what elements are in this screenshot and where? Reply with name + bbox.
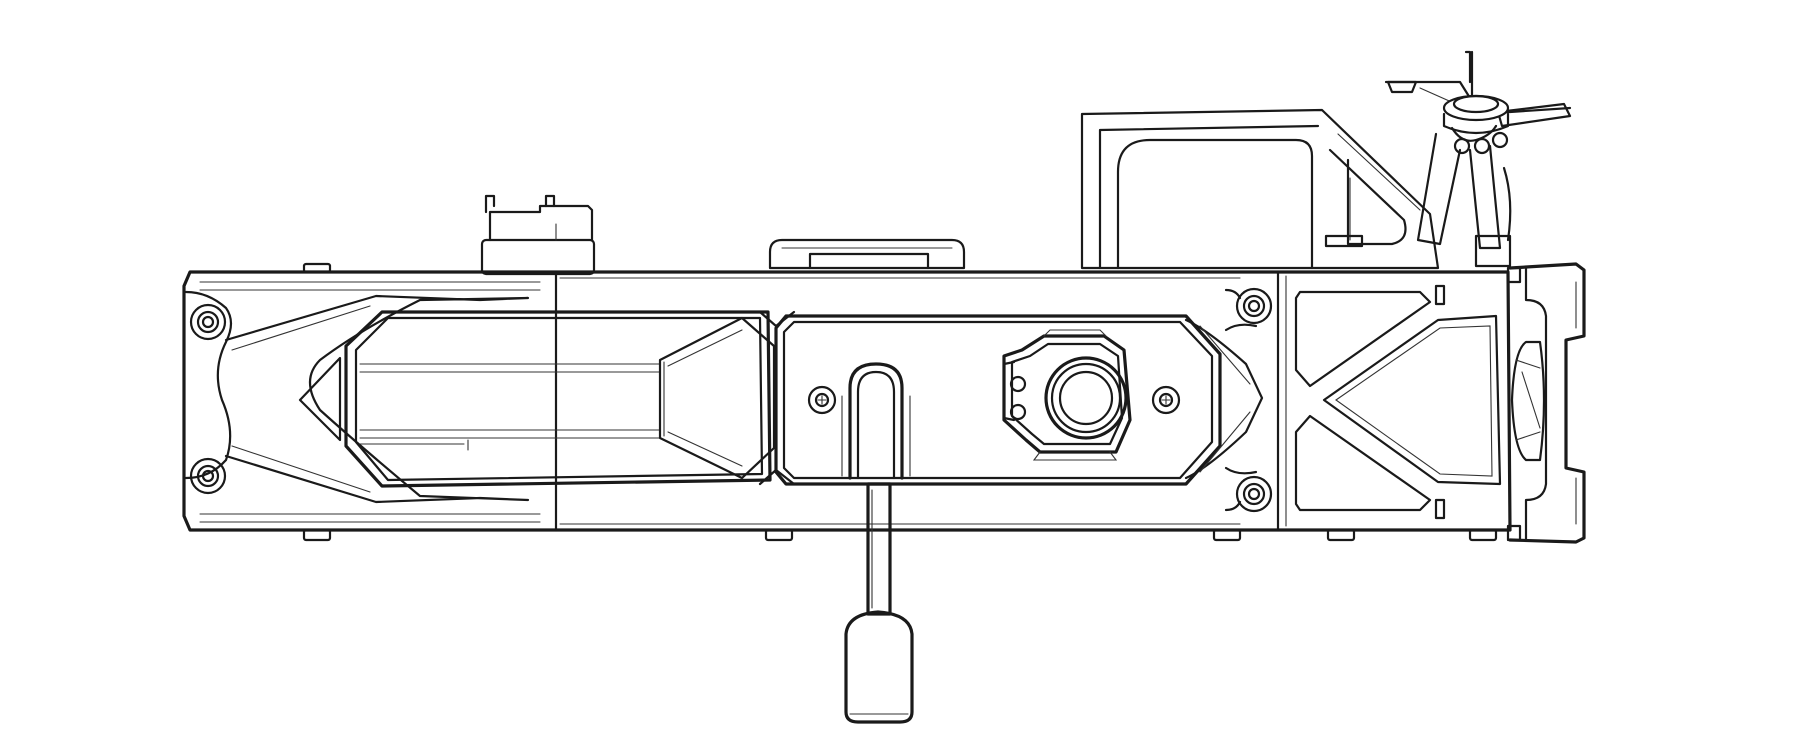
left-truss-pocket [224, 294, 530, 504]
right-end-cap [1506, 262, 1586, 544]
top-left-bracket [480, 194, 596, 276]
left-panel [344, 310, 776, 488]
right-truss [1184, 287, 1273, 513]
lens-module [1002, 329, 1132, 461]
main-beam [182, 262, 1512, 542]
handle-slot [841, 362, 911, 480]
right-pockets [1294, 284, 1502, 520]
left-end-lugs [184, 290, 233, 495]
top-center-latch [768, 238, 966, 270]
handle [844, 482, 914, 724]
top-right-frame [1080, 108, 1440, 270]
top-right-mechanism [1384, 50, 1572, 268]
center-panel [758, 310, 1222, 486]
center-screws [807, 385, 1181, 415]
